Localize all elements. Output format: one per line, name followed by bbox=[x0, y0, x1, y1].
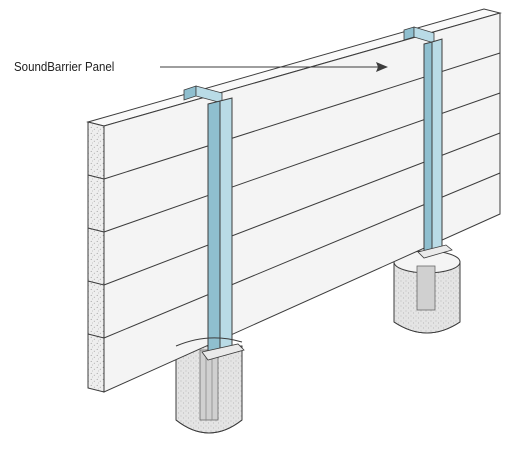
panel-stack bbox=[86, 8, 502, 393]
post-left bbox=[183, 85, 245, 361]
callout-label: SoundBarrier Panel bbox=[14, 60, 115, 74]
footing-right bbox=[393, 250, 461, 334]
footing-left bbox=[175, 345, 243, 434]
post-right bbox=[403, 26, 453, 259]
footing-left-rim bbox=[175, 337, 243, 347]
callout-arrow bbox=[160, 62, 388, 72]
